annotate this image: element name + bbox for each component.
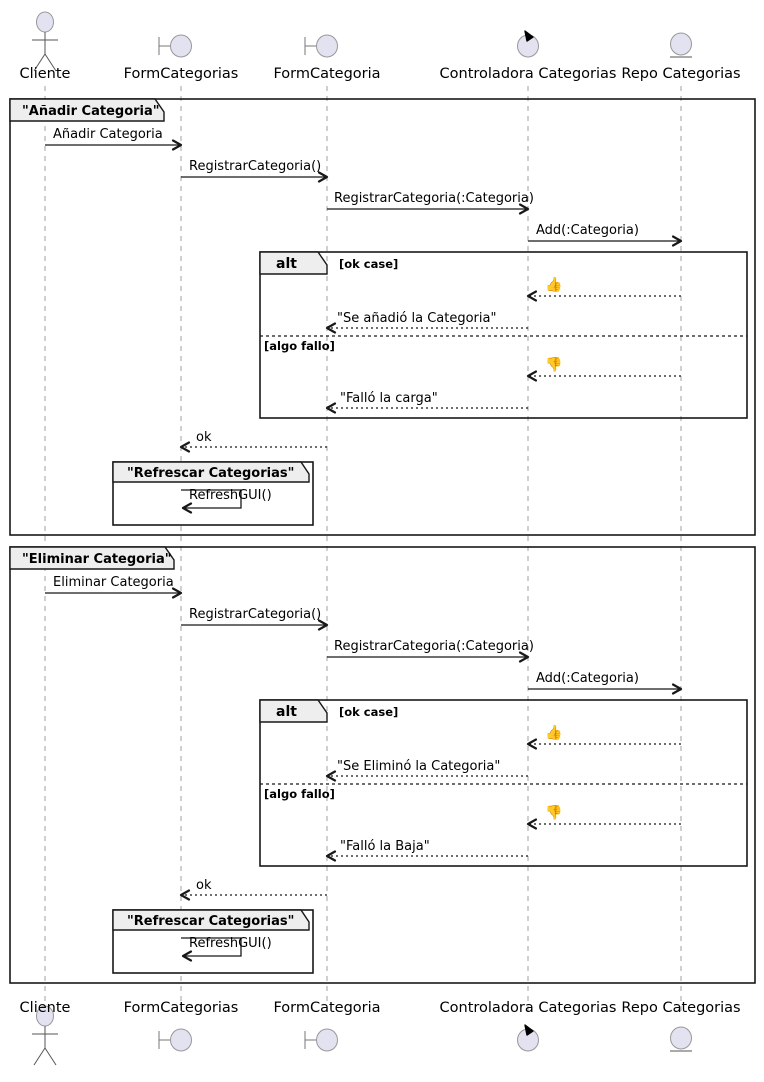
alt-box-alt-anadir bbox=[259, 251, 748, 419]
participant-foot-label-formcat: FormCategoria bbox=[273, 1000, 381, 1016]
nested-fragment-title-refrescar-eliminar: "Refrescar Categorias" bbox=[127, 914, 295, 929]
message-arrowhead-m1 bbox=[171, 139, 183, 151]
message-arrowhead-m13 bbox=[518, 651, 530, 663]
participant-foot-label-formcats: FormCategorias bbox=[123, 1000, 239, 1016]
message-label-m19: ok bbox=[196, 878, 212, 893]
fragment-header-anadir bbox=[9, 98, 165, 122]
alt-header-alt-anadir bbox=[259, 251, 328, 275]
participant-foot-icon-formcats bbox=[158, 1028, 192, 1052]
nested-fragment-title-refrescar-anadir: "Refrescar Categorias" bbox=[127, 466, 295, 481]
message-arrowhead-m12 bbox=[317, 619, 329, 631]
message-label-m16: "Se Eliminó la Categoria" bbox=[337, 759, 501, 774]
participant-head-label-formcat: FormCategoria bbox=[273, 66, 381, 82]
participant-head-icon-formcats bbox=[158, 34, 192, 58]
fragment-box-eliminar bbox=[9, 546, 756, 984]
actor-leg-right bbox=[44, 53, 57, 72]
nested-fragment-header-refrescar-eliminar bbox=[112, 909, 310, 931]
fragment-header-eliminar bbox=[9, 546, 175, 570]
message-label-m8: "Falló la carga" bbox=[340, 391, 438, 406]
message-label-m13: RegistrarCategoria(:Categoria) bbox=[334, 639, 534, 654]
message-arrowhead-m19 bbox=[179, 889, 191, 901]
message-arrowhead-m5 bbox=[526, 290, 538, 302]
participant-head-label-repo: Repo Categorias bbox=[621, 66, 741, 82]
message-label-m10: RefreshGUI() bbox=[189, 488, 272, 503]
participant-head-label-formcats: FormCategorias bbox=[123, 66, 239, 82]
participant-head-icon-repo bbox=[670, 32, 692, 58]
message-arrowhead-m9 bbox=[179, 441, 191, 453]
participant-foot-icon-controladora bbox=[517, 1024, 539, 1052]
message-arrowhead-m18 bbox=[325, 850, 337, 862]
boundary-circle-icon bbox=[316, 34, 338, 58]
thumbs-up-icon: 👍 bbox=[545, 725, 563, 741]
message-arrowhead-m11 bbox=[171, 587, 183, 599]
participant-head-label-controladora: Controladora Categorias bbox=[439, 66, 617, 82]
participant-head-icon-cliente bbox=[32, 11, 58, 72]
message-label-m20: RefreshGUI() bbox=[189, 936, 272, 951]
participant-foot-label-repo: Repo Categorias bbox=[621, 1000, 741, 1016]
participant-foot-label-controladora: Controladora Categorias bbox=[439, 1000, 617, 1016]
message-arrowhead-m2 bbox=[317, 171, 329, 183]
actor-head-icon bbox=[36, 11, 54, 33]
message-arrowhead-m14 bbox=[671, 683, 683, 695]
thumbs-down-icon: 👎 bbox=[545, 805, 563, 821]
control-arrow-icon bbox=[524, 30, 534, 42]
alt-keyword-alt-eliminar: alt bbox=[276, 704, 297, 720]
entity-circle-icon bbox=[670, 1026, 692, 1050]
message-line-m10 bbox=[181, 489, 242, 509]
participant-foot-icon-repo bbox=[670, 1026, 692, 1052]
fragment-title-eliminar: "Eliminar Categoria" bbox=[22, 552, 172, 567]
nested-fragment-header-refrescar-anadir bbox=[112, 461, 310, 483]
message-arrowhead-m3 bbox=[518, 203, 530, 215]
message-arrowhead-m6 bbox=[325, 322, 337, 334]
alt-guard-alt-eliminar-0: [ok case] bbox=[339, 705, 399, 719]
alt-header-alt-eliminar bbox=[259, 699, 328, 723]
message-arrowhead-m7 bbox=[526, 370, 538, 382]
boundary-circle-icon bbox=[170, 1028, 192, 1052]
message-label-m4: Add(:Categoria) bbox=[536, 223, 639, 238]
boundary-circle-icon bbox=[316, 1028, 338, 1052]
message-arrowhead-m10 bbox=[181, 502, 193, 514]
actor-leg-right bbox=[44, 1047, 57, 1066]
alt-guard-alt-anadir-0: [ok case] bbox=[339, 257, 399, 271]
message-label-m6: "Se añadió la Categoria" bbox=[337, 311, 497, 326]
message-arrowhead-m15 bbox=[526, 738, 538, 750]
message-label-m2: RegistrarCategoria() bbox=[189, 159, 322, 174]
message-label-m11: Eliminar Categoria bbox=[53, 575, 174, 590]
message-label-m18: "Falló la Baja" bbox=[340, 839, 430, 854]
participant-head-icon-formcat bbox=[304, 34, 338, 58]
message-arrowhead-m20 bbox=[181, 950, 193, 962]
thumbs-down-icon: 👎 bbox=[545, 357, 563, 373]
fragment-title-anadir: "Añadir Categoria" bbox=[22, 104, 160, 119]
message-label-m14: Add(:Categoria) bbox=[536, 671, 639, 686]
participant-foot-label-cliente: Cliente bbox=[19, 1000, 71, 1016]
message-arrowhead-m16 bbox=[325, 770, 337, 782]
alt-box-alt-eliminar bbox=[259, 699, 748, 867]
participant-head-label-cliente: Cliente bbox=[19, 66, 71, 82]
alt-keyword-alt-anadir: alt bbox=[276, 256, 297, 272]
actor-leg-left bbox=[33, 53, 46, 72]
message-label-m1: Añadir Categoria bbox=[53, 127, 163, 142]
message-label-m3: RegistrarCategoria(:Categoria) bbox=[334, 191, 534, 206]
entity-circle-icon bbox=[670, 32, 692, 56]
message-arrowhead-m8 bbox=[325, 402, 337, 414]
alt-guard-alt-eliminar-1: [algo fallo] bbox=[264, 787, 335, 801]
message-arrowhead-m17 bbox=[526, 818, 538, 830]
participant-foot-icon-formcat bbox=[304, 1028, 338, 1052]
fragment-box-anadir bbox=[9, 98, 756, 536]
message-label-m12: RegistrarCategoria() bbox=[189, 607, 322, 622]
boundary-circle-icon bbox=[170, 34, 192, 58]
thumbs-up-icon: 👍 bbox=[545, 277, 563, 293]
message-label-m9: ok bbox=[196, 430, 212, 445]
message-arrowhead-m4 bbox=[671, 235, 683, 247]
alt-guard-alt-anadir-1: [algo fallo] bbox=[264, 339, 335, 353]
actor-leg-left bbox=[33, 1047, 46, 1066]
message-line-m20 bbox=[181, 937, 242, 957]
participant-head-icon-controladora bbox=[517, 30, 539, 58]
participant-foot-icon-cliente bbox=[32, 1005, 58, 1066]
control-arrow-icon bbox=[524, 1024, 534, 1036]
